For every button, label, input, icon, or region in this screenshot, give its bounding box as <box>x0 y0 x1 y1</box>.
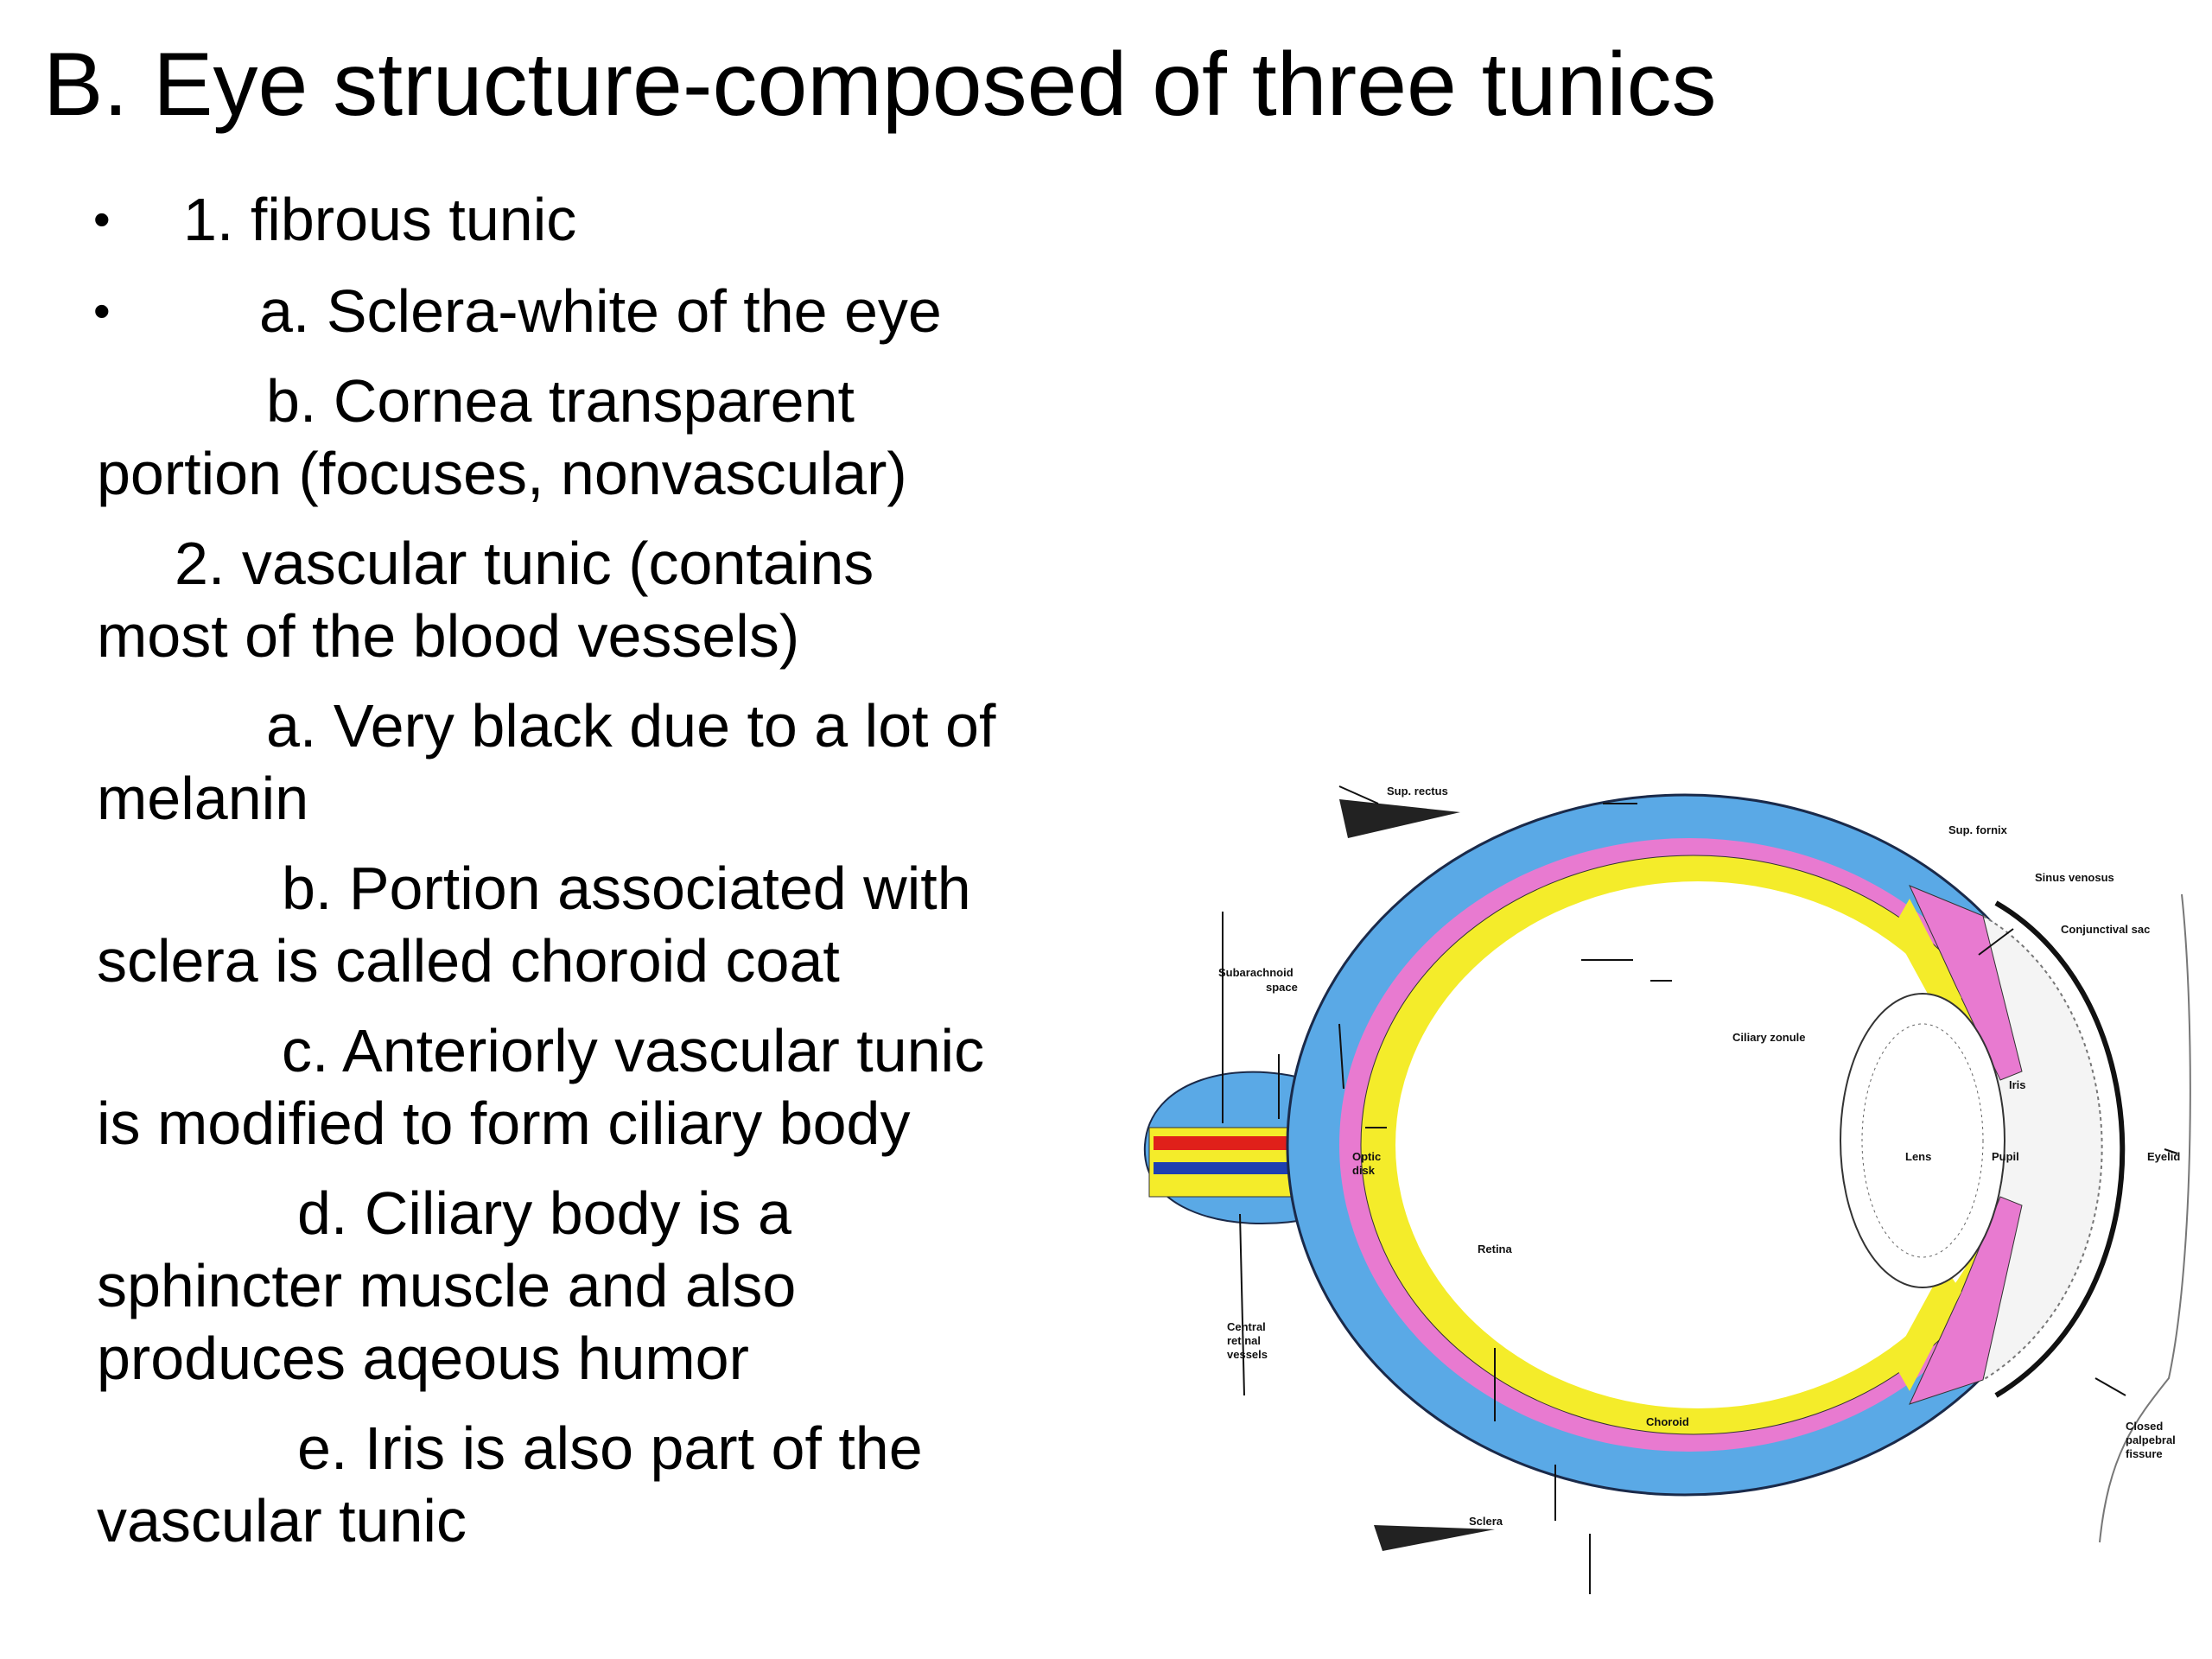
cornea <box>1994 900 2126 1398</box>
list-item: sphincter muscle and also <box>97 1252 797 1319</box>
sup-rectus-muscle <box>1339 799 1460 838</box>
list-item: produces aqeous humor <box>97 1325 749 1392</box>
list-item: • 1. fibrous tunic <box>93 183 1116 256</box>
list-item: c. Anteriorly vascular tunic <box>282 1017 985 1084</box>
label-conjunctival-sac: Conjunctival sac <box>2061 923 2150 936</box>
label-closed-1: Closed <box>2126 1420 2163 1433</box>
list-item: • a. Sclera-white of the eye <box>93 275 1116 347</box>
label-ciliary-zonule: Ciliary zonule <box>1732 1031 1806 1044</box>
label-sup-rectus: Sup. rectus <box>1387 785 1448 798</box>
label-choroid: Choroid <box>1646 1415 1689 1428</box>
label-optic-1: Optic <box>1352 1150 1381 1163</box>
list-item: 2. vascular tunic (contains <box>175 530 874 597</box>
list-item: is modified to form ciliary body <box>97 1090 911 1157</box>
slide-title: B. Eye structure-composed of three tunic… <box>43 35 1717 135</box>
bullet-dot: • <box>93 283 111 338</box>
label-central-3: vessels <box>1227 1348 1268 1361</box>
label-eyelid: Eyelid <box>2147 1150 2180 1163</box>
list-item-text: 1. fibrous tunic <box>183 186 577 253</box>
ciliary-body-lower <box>1909 1196 2023 1405</box>
list-item: a. Very black due to a lot of <box>266 692 996 760</box>
label-subarachnoid-1: Subarachnoid <box>1218 966 1294 979</box>
eyelid-outline <box>2099 893 2191 1543</box>
label-closed-2: palpebral <box>2126 1433 2176 1446</box>
list-item-text: a. Sclera-white of the eye <box>259 277 942 345</box>
list-item: sclera is called choroid coat <box>97 927 840 995</box>
inf-rectus-muscle <box>1374 1525 1495 1551</box>
lens-inner <box>1861 1023 1984 1258</box>
list-item: e. Iris is also part of the <box>297 1414 923 1482</box>
slide-body: • 1. fibrous tunic • a. Sclera-white of … <box>93 183 1116 1557</box>
ciliary-yellow-lower <box>1892 1266 1961 1391</box>
list-item: vascular tunic <box>97 1487 467 1554</box>
label-lens: Lens <box>1905 1150 1931 1163</box>
label-iris: Iris <box>2009 1078 2026 1091</box>
label-retina: Retina <box>1478 1243 1513 1255</box>
eye-anatomy-diagram: Sup. rectus Sup. fornix Sinus venosus Co… <box>1132 739 2212 1594</box>
label-sup-fornix: Sup. fornix <box>1948 823 2008 836</box>
list-item: b. Cornea transparent <box>266 367 855 435</box>
list-item: most of the blood vessels) <box>97 602 800 670</box>
label-optic-2: disk <box>1352 1164 1376 1177</box>
label-central-2: retinal <box>1227 1334 1261 1347</box>
label-pupil: Pupil <box>1992 1150 2019 1163</box>
ciliary-body-upper <box>1909 885 2023 1081</box>
list-item: melanin <box>97 765 309 832</box>
ciliary-yellow-upper <box>1892 899 1961 1024</box>
label-closed-3: fissure <box>2126 1447 2163 1460</box>
list-item: portion (focuses, nonvascular) <box>97 440 907 507</box>
label-sclera: Sclera <box>1469 1515 1503 1528</box>
lens <box>1840 993 2005 1288</box>
list-item: b. Portion associated with <box>282 855 971 922</box>
vitreous-body <box>1395 881 2000 1408</box>
cornea-inner <box>1982 915 2103 1381</box>
bullet-dot: • <box>93 192 111 246</box>
label-sinus-venosus: Sinus venosus <box>2035 871 2114 884</box>
list-item: d. Ciliary body is a <box>297 1179 791 1247</box>
label-subarachnoid-2: space <box>1266 981 1298 994</box>
label-central-1: Central <box>1227 1320 1266 1333</box>
